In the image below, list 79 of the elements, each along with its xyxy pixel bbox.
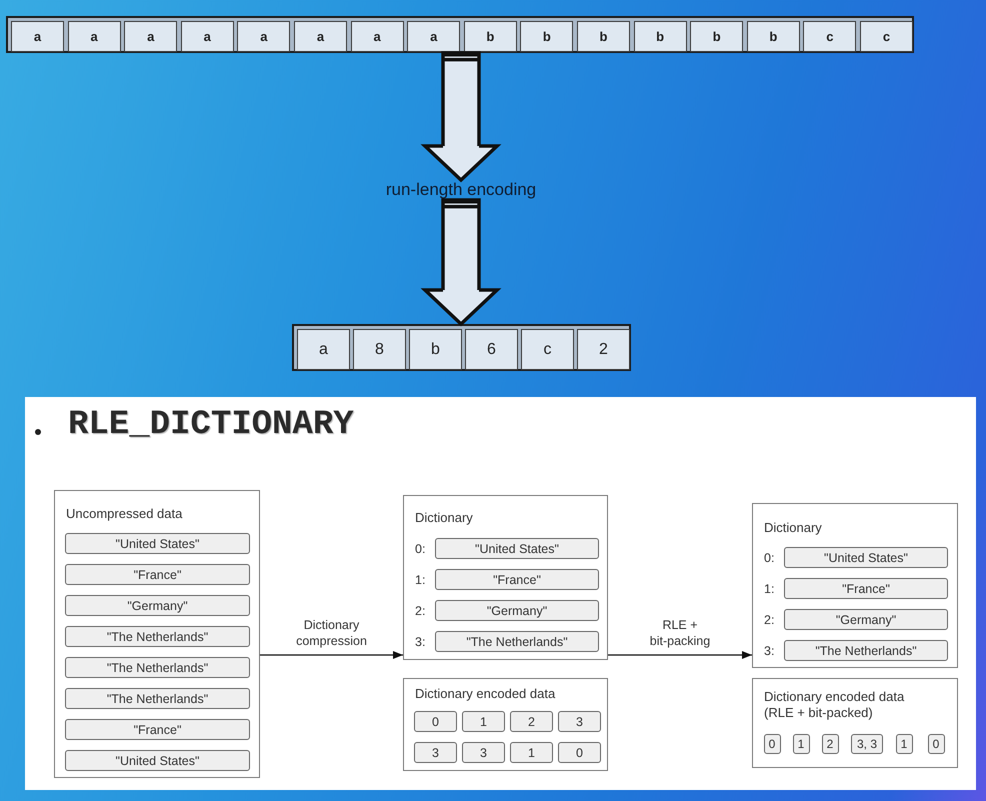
code-cell: 2 xyxy=(510,711,553,732)
char-cell: a xyxy=(294,21,347,52)
char-cell: 8 xyxy=(353,329,406,370)
panel-title: Dictionary encoded data (RLE + bit-packed) xyxy=(764,689,906,721)
string-entry: "The Netherlands" xyxy=(784,640,948,661)
code-cell: 3 xyxy=(558,711,601,732)
panel-title: Dictionary xyxy=(415,510,473,526)
panel-title: Uncompressed data xyxy=(66,506,182,522)
char-cell: a xyxy=(407,21,460,52)
char-cell: a xyxy=(180,21,234,52)
code-cell: 3 xyxy=(462,742,505,763)
string-entry: "Germany" xyxy=(784,609,948,630)
index-label: 0: xyxy=(764,550,774,566)
string-entry: "United States" xyxy=(784,547,948,568)
code-cell: 1 xyxy=(510,742,553,763)
arrow xyxy=(608,651,752,659)
data-panel xyxy=(752,503,958,668)
string-entry: "The Netherlands" xyxy=(65,657,250,678)
slide-heading: RLE_DICTIONARY xyxy=(68,406,354,444)
index-label: 1: xyxy=(764,580,774,598)
cell-strip xyxy=(6,16,914,53)
code-cell: 3 xyxy=(414,742,457,763)
char-cell: 2 xyxy=(577,329,630,370)
char-cell: c xyxy=(521,329,574,370)
char-cell: b xyxy=(634,21,687,52)
char-cell: a xyxy=(297,329,350,370)
index-label: 1: xyxy=(415,572,426,588)
char-cell: b xyxy=(409,329,462,370)
data-panel xyxy=(403,495,608,660)
string-entry: "France" xyxy=(65,564,250,585)
string-entry: "The Netherlands" xyxy=(435,631,599,652)
code-cell: 1 xyxy=(462,711,505,732)
code-cell: 1 xyxy=(792,734,810,754)
char-cell: c xyxy=(860,21,913,52)
index-label: 2: xyxy=(764,612,774,628)
data-panel xyxy=(54,490,260,778)
char-cell: b xyxy=(520,21,574,52)
code-cell: 3, 3 xyxy=(851,734,883,754)
index-label: 0: xyxy=(415,540,426,558)
char-cell: a xyxy=(124,21,178,52)
panel-title: Dictionary encoded data xyxy=(415,686,556,702)
step-label: run-length encoding xyxy=(383,180,539,200)
char-cell: a xyxy=(237,21,290,52)
code-cell: 0 xyxy=(928,734,944,754)
string-entry: "United States" xyxy=(65,533,250,554)
data-panel xyxy=(403,678,608,771)
block-arrow xyxy=(423,198,499,326)
code-cell: 0 xyxy=(558,742,601,763)
char-cell: c xyxy=(803,21,856,52)
index-label: 2: xyxy=(415,602,426,620)
string-entry: "United States" xyxy=(435,538,599,559)
string-entry: "The Netherlands" xyxy=(65,688,250,709)
string-entry: "United States" xyxy=(65,750,250,771)
string-entry: "Germany" xyxy=(65,595,250,616)
char-cell: a xyxy=(11,21,64,52)
index-label: 3: xyxy=(415,634,426,650)
char-cell: 6 xyxy=(465,329,518,370)
string-entry: "The Netherlands" xyxy=(65,626,250,647)
code-cell: 0 xyxy=(764,734,780,754)
char-cell: b xyxy=(464,21,517,52)
string-entry: "Germany" xyxy=(435,600,599,621)
block-arrow xyxy=(423,51,499,182)
index-label: 3: xyxy=(764,642,774,660)
string-entry: "France" xyxy=(435,569,599,590)
char-cell: a xyxy=(350,21,404,52)
slide-panel xyxy=(25,397,976,790)
data-panel xyxy=(752,678,958,768)
char-cell: b xyxy=(690,21,744,52)
char-cell: b xyxy=(577,21,630,52)
arrow xyxy=(260,651,403,659)
cell-strip xyxy=(292,324,631,371)
char-cell: a xyxy=(68,21,121,52)
char-cell: b xyxy=(746,21,800,52)
string-entry: "France" xyxy=(65,719,250,740)
code-cell: 2 xyxy=(822,734,838,754)
string-entry: "France" xyxy=(784,578,948,599)
code-cell: 1 xyxy=(896,734,912,754)
panel-title: Dictionary xyxy=(764,520,822,536)
code-cell: 0 xyxy=(414,711,457,732)
